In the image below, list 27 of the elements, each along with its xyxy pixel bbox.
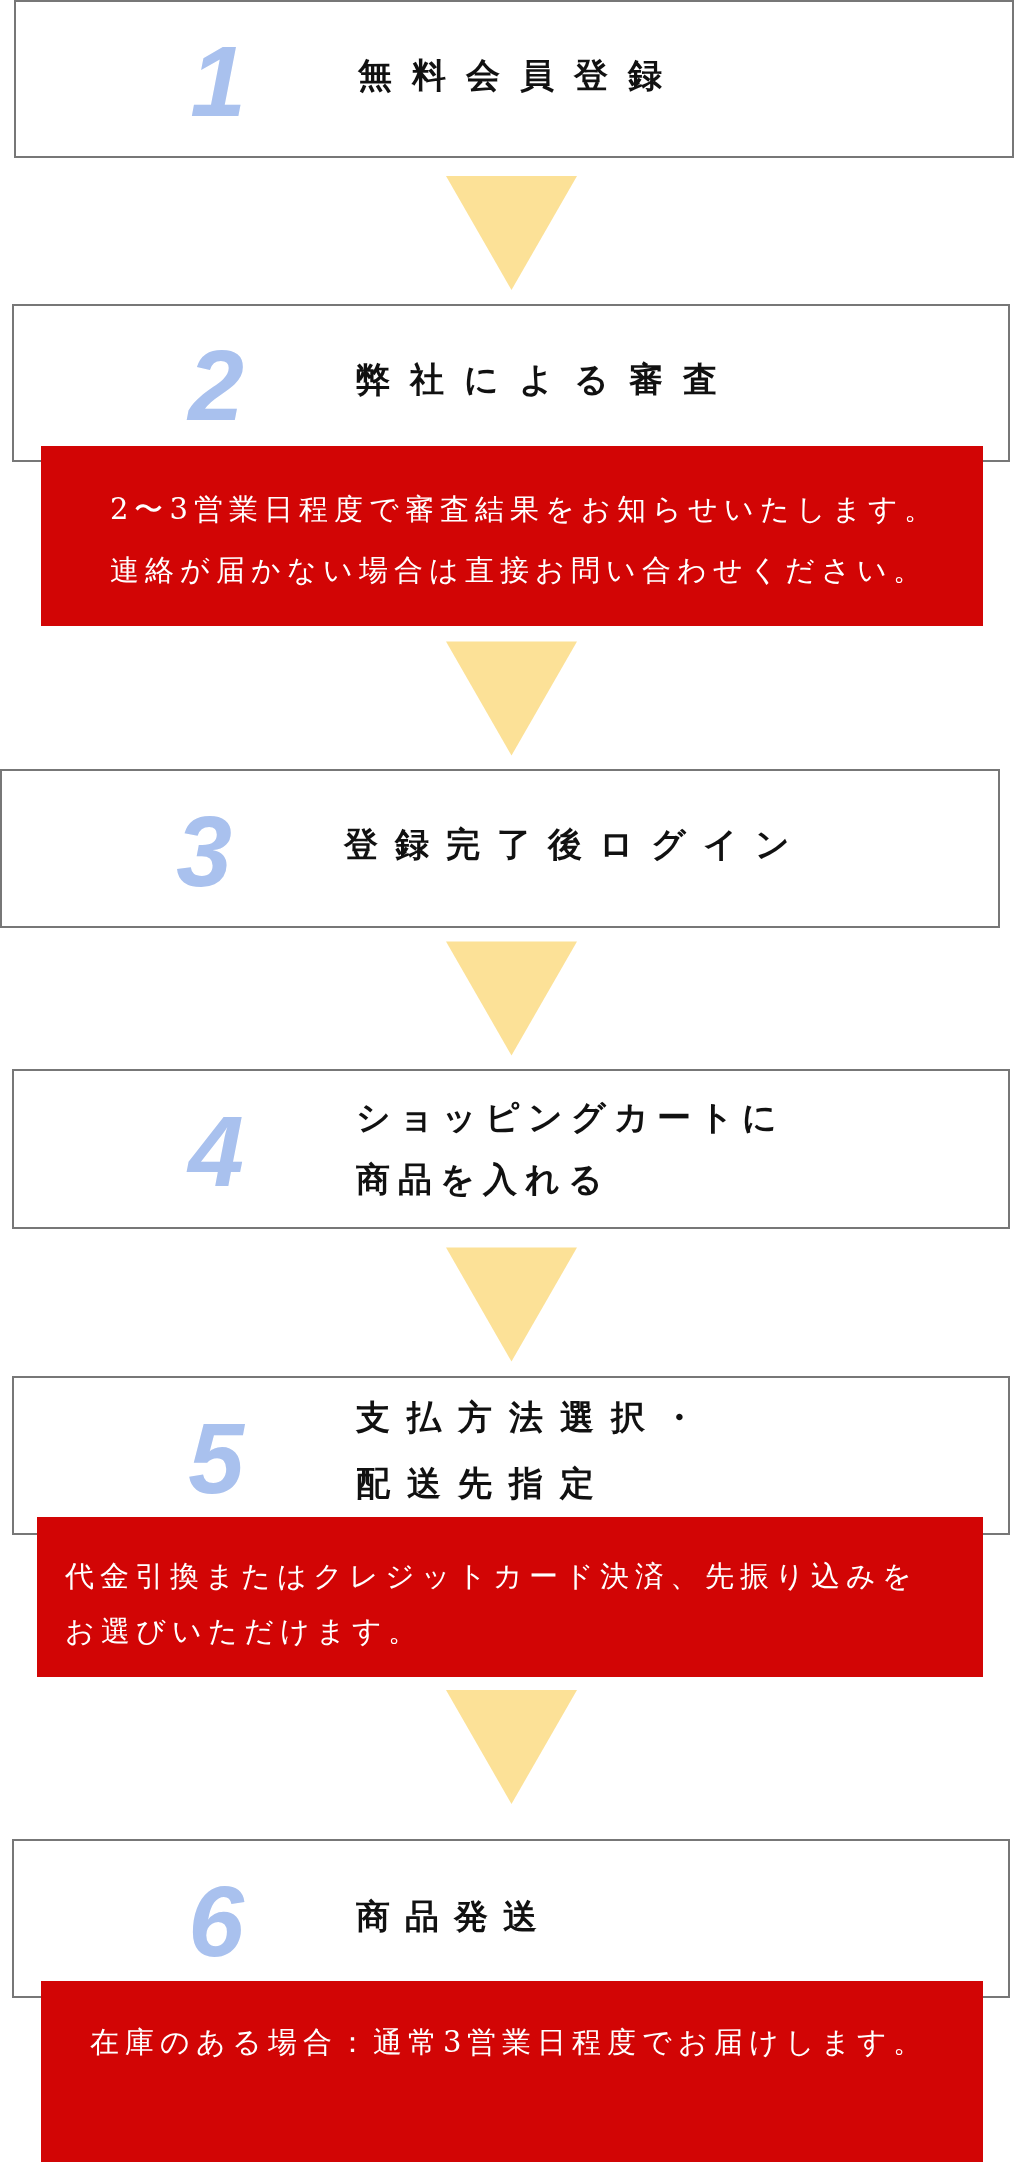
step-title: 登録完了後ログイン — [344, 823, 807, 866]
arrow — [446, 176, 577, 290]
step-box — [0, 769, 1000, 928]
step-box — [12, 1069, 1010, 1229]
arrow — [446, 1690, 577, 1804]
step-number: 2 — [185, 345, 245, 425]
step-box — [14, 0, 1014, 158]
step-title: ショッピングカートに商品を入れる — [356, 1096, 786, 1201]
note-text: 2〜3営業日程度で審査結果をお知らせいたします。 — [110, 491, 939, 528]
note-box — [41, 1981, 983, 2162]
step-title: 商品発送 — [356, 1895, 552, 1938]
step-title: 無料会員登録 — [358, 54, 682, 97]
note-box — [41, 446, 983, 626]
step-number: 4 — [185, 1111, 245, 1191]
note-text: 代金引換またはクレジットカード決済、先振り込みをお選びいただけます。 — [65, 1558, 919, 1650]
step-number: 5 — [187, 1418, 246, 1498]
note-text: 在庫のある場合：通常3営業日程度でお届けします。 — [90, 2024, 929, 2061]
arrow — [446, 941, 577, 1056]
step-title: 支払方法選択・配送先指定 — [356, 1396, 714, 1505]
note-box — [37, 1517, 983, 1677]
note-text: 連絡が届かない場合は直接お問い合わせください。 — [110, 552, 928, 589]
step-number: 3 — [175, 811, 233, 891]
arrow — [446, 1247, 577, 1362]
arrow — [446, 641, 577, 756]
step-number: 1 — [189, 41, 247, 121]
step-title: 弊社による審査 — [356, 358, 737, 401]
step-number: 6 — [187, 1881, 246, 1961]
